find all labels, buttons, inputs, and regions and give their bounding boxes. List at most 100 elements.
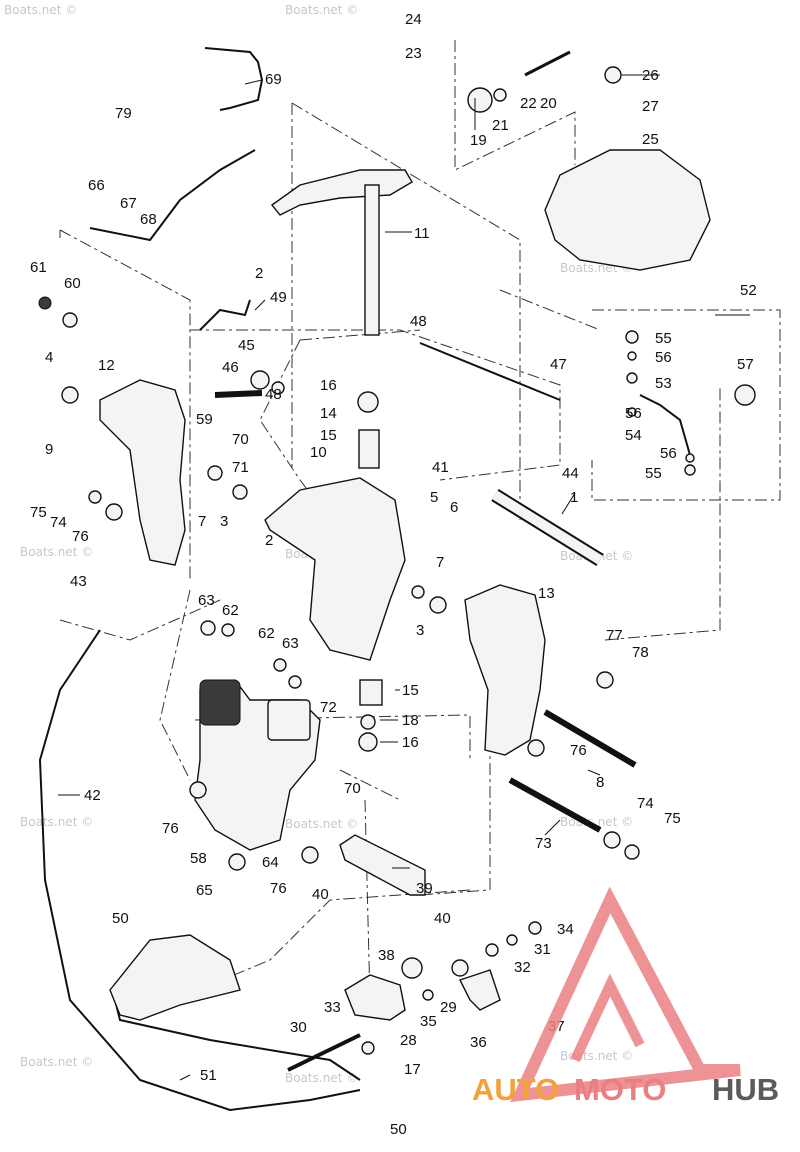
callout-18: 18: [402, 712, 419, 729]
callout-46: 46: [222, 359, 239, 376]
callout-60: 60: [64, 275, 81, 292]
callout-45: 45: [238, 337, 255, 354]
parts: [38, 50, 756, 1072]
logo-text-auto: AUTO: [472, 1072, 559, 1107]
callout-14: 14: [320, 405, 337, 422]
callout-77: 77: [606, 627, 623, 644]
callout-63a: 63: [198, 592, 215, 609]
svg-text:Boats.net ©: Boats.net ©: [20, 815, 93, 829]
callout-5: 5: [430, 489, 438, 506]
callout-50b: 50: [390, 1121, 407, 1138]
automotohub-logo: AUTO MOTO HUB: [472, 886, 779, 1107]
callout-12: 12: [98, 357, 115, 374]
callout-49: 49: [270, 289, 287, 306]
svg-text:Boats.net ©: Boats.net ©: [4, 3, 77, 17]
callout-16a: 16: [320, 377, 337, 394]
svg-text:Boats.net ©: Boats.net ©: [20, 545, 93, 559]
callout-52: 52: [740, 282, 757, 299]
callout-35: 35: [420, 1013, 437, 1030]
callout-72: 72: [320, 699, 337, 716]
callout-41: 41: [432, 459, 449, 476]
callout-50a: 50: [112, 910, 129, 927]
callout-51: 51: [200, 1067, 217, 1084]
callout-31: 31: [534, 941, 551, 958]
callout-26: 26: [642, 67, 659, 84]
callout-66: 66: [88, 177, 105, 194]
callout-61: 61: [30, 259, 47, 276]
callout-21: 21: [492, 117, 509, 134]
callout-71: 71: [232, 459, 249, 476]
callout-59: 59: [196, 411, 213, 428]
callout-17: 17: [404, 1061, 421, 1078]
callout-4: 4: [45, 349, 53, 366]
callout-27: 27: [642, 98, 659, 115]
callout-11: 11: [414, 225, 430, 242]
callout-7a: 7: [198, 513, 206, 530]
callout-10: 10: [310, 444, 327, 461]
callout-leaders: [58, 74, 750, 1081]
callout-62a: 62: [222, 602, 239, 619]
callout-67: 67: [120, 195, 137, 212]
callout-48a: 48: [410, 313, 427, 330]
callout-76d: 76: [270, 880, 287, 897]
callout-3a: 3: [220, 513, 228, 530]
svg-text:Boats.net ©: Boats.net ©: [285, 817, 358, 831]
callout-19: 19: [470, 132, 487, 149]
callout-74a: 74: [50, 514, 67, 531]
callout-57: 57: [737, 356, 754, 373]
callout-78: 78: [632, 644, 649, 661]
callout-20: 20: [540, 95, 557, 112]
callout-74b: 74: [637, 795, 654, 812]
callout-39: 39: [416, 880, 433, 897]
callout-24: 24: [405, 11, 422, 28]
callout-2a: 2: [255, 265, 263, 282]
logo-text-hub: HUB: [712, 1072, 779, 1107]
callout-33: 33: [324, 999, 341, 1016]
logo-text-moto: MOTO: [574, 1072, 666, 1107]
callout-75a: 75: [30, 504, 47, 521]
callout-53: 53: [655, 375, 672, 392]
callout-63b: 63: [282, 635, 299, 652]
svg-text:Boats.net ©: Boats.net ©: [285, 1071, 358, 1085]
callout-40a: 40: [312, 886, 329, 903]
callout-73: 73: [535, 835, 552, 852]
callout-15a: 15: [320, 427, 337, 444]
callout-55b: 55: [645, 465, 662, 482]
assembly-lines: [59, 40, 781, 1011]
svg-text:Boats.net ©: Boats.net ©: [285, 3, 358, 17]
callout-23: 23: [405, 45, 422, 62]
callout-75b: 75: [664, 810, 681, 827]
callout-8: 8: [596, 774, 604, 791]
callout-28: 28: [400, 1032, 417, 1049]
callout-65: 65: [196, 882, 213, 899]
callout-22: 22: [520, 95, 537, 112]
callout-56a: 56: [655, 349, 672, 366]
callout-38: 38: [378, 947, 395, 964]
callout-25: 25: [642, 131, 659, 148]
callout-76b: 76: [570, 742, 587, 759]
callout-68: 68: [140, 211, 157, 228]
callout-70a: 70: [232, 431, 249, 448]
callout-29: 29: [440, 999, 457, 1016]
svg-text:Boats.net ©: Boats.net ©: [560, 1049, 633, 1063]
callout-76a: 76: [72, 528, 89, 545]
callout-13: 13: [538, 585, 555, 602]
callout-34: 34: [557, 921, 574, 938]
callout-58: 58: [190, 850, 207, 867]
callout-numbers: 24 23 26 27 25 22 20 21 19 69 79 66 67 6…: [30, 11, 757, 1138]
callout-54: 54: [625, 427, 642, 444]
callout-36: 36: [470, 1034, 487, 1051]
callout-32: 32: [514, 959, 531, 976]
callout-62b: 62: [258, 625, 275, 642]
callout-76c: 76: [162, 820, 179, 837]
callout-48b: 48: [265, 386, 282, 403]
callout-70b: 70: [344, 780, 361, 797]
callout-7b: 7: [436, 554, 444, 571]
callout-42: 42: [84, 787, 101, 804]
callout-56b: 56: [625, 405, 642, 422]
callout-9: 9: [45, 441, 53, 458]
callout-3b: 3: [416, 622, 424, 639]
callout-55a: 55: [655, 330, 672, 347]
